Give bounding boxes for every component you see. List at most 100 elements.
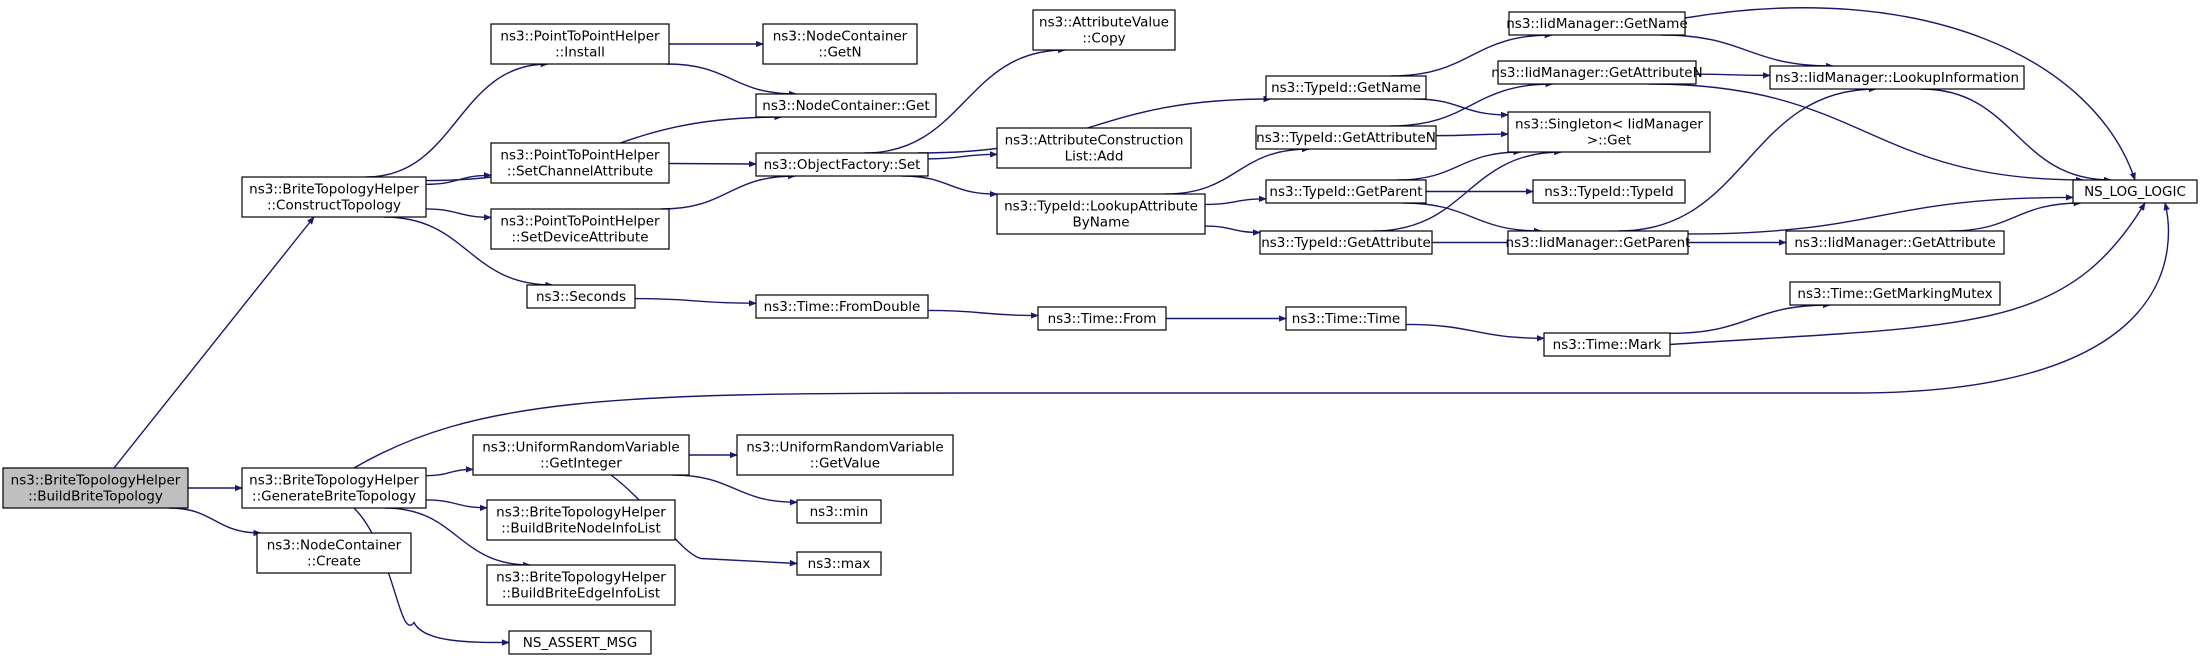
node-label: >::Get (1587, 133, 1631, 149)
node-label: ns3::IidManager::GetAttribute (1794, 235, 1995, 251)
edge-iid-get-attribute-to-ns-log-logic (1949, 199, 2082, 232)
node-label: ns3::TypeId::GetName (1271, 80, 1421, 96)
node-label: ns3::Time::Time (1292, 311, 1400, 327)
node-type-id-get-name[interactable]: ns3::TypeId::GetName (1265, 75, 1427, 100)
node-box (490, 208, 670, 250)
node-label: ns3::IidManager::GetAttributeN (1491, 65, 1702, 81)
node-min[interactable]: ns3::min (796, 499, 882, 524)
node-label: ns3::UniformRandomVariable (482, 440, 680, 456)
node-iid-lookup-information[interactable]: ns3::IidManager::LookupInformation (1769, 65, 2025, 90)
node-uniform-get-integer[interactable]: ns3::UniformRandomVariable::GetInteger (472, 434, 690, 476)
node-node-container-get-n[interactable]: ns3::NodeContainer::GetN (762, 23, 918, 65)
node-attribute-value-copy[interactable]: ns3::AttributeValue::Copy (1032, 9, 1176, 51)
node-box (1789, 281, 2001, 306)
node-label: ::BuildBriteNodeInfoList (501, 521, 661, 537)
edge-build-brite-topology-to-construct-topology (113, 216, 315, 469)
node-box (472, 434, 690, 476)
edge-iid-get-attribute-n-to-ns-log-logic (1648, 83, 2084, 184)
node-singleton-get[interactable]: ns3::Singleton< IidManager>::Get (1507, 111, 1711, 153)
edge-iid-get-parent-to-iid-lookup-information (1618, 85, 1877, 232)
node-label: ns3::NodeContainer (773, 29, 908, 45)
node-node-container-create[interactable]: ns3::NodeContainer::Create (256, 532, 412, 574)
node-box (241, 467, 427, 509)
edge-construct-topology-to-p2-p-install (366, 60, 549, 178)
node-time-from[interactable]: ns3::Time::From (1037, 306, 1167, 331)
node-box (996, 127, 1192, 169)
node-box (256, 532, 412, 574)
node-label: NS_ASSERT_MSG (523, 635, 637, 651)
edge-type-id-lookup-attribute-by-name-to-type-id-get-attribute-n (1165, 145, 1310, 195)
edge-generate-brite-topology-to-build-brite-node-info-list (425, 499, 488, 512)
node-type-id-get-attribute[interactable]: ns3::TypeId::GetAttribute (1259, 230, 1433, 255)
node-label: ns3::Time::GetMarkingMutex (1797, 286, 1992, 302)
node-time-mark[interactable]: ns3::Time::Mark (1543, 332, 1671, 357)
node-type-id-get-attribute-n[interactable]: ns3::TypeId::GetAttributeN (1255, 125, 1437, 150)
node-box (1037, 306, 1167, 331)
node-label: ns3::PointToPointHelper (500, 29, 660, 45)
node-p2-p-install[interactable]: ns3::PointToPointHelper::Install (490, 23, 670, 65)
node-label: ::GetInteger (540, 456, 622, 472)
node-uniform-get-value[interactable]: ns3::UniformRandomVariable::GetValue (736, 434, 954, 476)
node-node-container-get[interactable]: ns3::NodeContainer::Get (755, 93, 937, 118)
node-label: ns3::TypeId::GetAttribute (1261, 235, 1431, 251)
node-iid-get-attribute[interactable]: ns3::IidManager::GetAttribute (1785, 230, 2005, 255)
node-build-brite-edge-info-list[interactable]: ns3::BriteTopologyHelper::BuildBriteEdge… (486, 564, 676, 606)
edge-time-from-double-to-time-from (927, 309, 1039, 319)
node-label: ns3::TypeId::GetParent (1269, 184, 1422, 200)
node-build-brite-node-info-list[interactable]: ns3::BriteTopologyHelper::BuildBriteNode… (486, 499, 676, 541)
node-label: ns3::IidManager::GetParent (1506, 235, 1691, 251)
node-box (1265, 179, 1427, 204)
node-label: ns3::TypeId::GetAttributeN (1256, 130, 1436, 146)
node-box (736, 434, 954, 476)
node-label: ::BuildBriteTopology (28, 489, 163, 505)
edge-time-time-to-time-mark (1405, 323, 1545, 342)
node-box (1508, 11, 1686, 36)
node-label: ns3::UniformRandomVariable (746, 440, 944, 456)
node-iid-get-attribute-n[interactable]: ns3::IidManager::GetAttributeN (1491, 60, 1703, 85)
node-p2-p-set-device-attribute[interactable]: ns3::PointToPointHelper::SetDeviceAttrib… (490, 208, 670, 250)
node-time-get-marking-mutex[interactable]: ns3::Time::GetMarkingMutex (1789, 281, 2001, 306)
node-type-id-get-parent[interactable]: ns3::TypeId::GetParent (1265, 179, 1427, 204)
node-label: ::Copy (1082, 31, 1125, 47)
node-ns-assert-msg[interactable]: NS_ASSERT_MSG (508, 630, 652, 655)
node-box (1259, 230, 1433, 255)
node-build-brite-topology[interactable]: ns3::BriteTopologyHelper::BuildBriteTopo… (2, 467, 189, 509)
edge-type-id-get-parent-to-iid-get-parent (1402, 202, 1542, 235)
edge-seconds-to-time-from-double (634, 297, 757, 307)
node-label: ns3::Time::From (1048, 311, 1157, 327)
node-ns-log-logic[interactable]: NS_LOG_LOGIC (2072, 179, 2198, 204)
node-box (486, 564, 676, 606)
node-generate-brite-topology[interactable]: ns3::BriteTopologyHelper::GenerateBriteT… (241, 467, 427, 509)
node-box (1255, 125, 1437, 150)
node-iid-get-parent[interactable]: ns3::IidManager::GetParent (1506, 230, 1691, 255)
node-object-factory-set[interactable]: ns3::ObjectFactory::Set (755, 152, 929, 177)
node-box (755, 294, 929, 319)
node-label: ns3::ObjectFactory::Set (764, 157, 921, 173)
node-label: ns3::PointToPointHelper (500, 148, 660, 164)
node-type-id-type-id[interactable]: ns3::TypeId::TypeId (1532, 179, 1686, 204)
node-label: ::BuildBriteEdgeInfoList (502, 586, 660, 602)
node-time-time[interactable]: ns3::Time::Time (1285, 306, 1407, 331)
node-iid-get-name[interactable]: ns3::IidManager::GetName (1506, 11, 1688, 36)
node-box (508, 630, 652, 655)
node-label: ns3::Time::Mark (1553, 337, 1662, 353)
node-max[interactable]: ns3::max (796, 551, 882, 576)
node-label: ns3::NodeContainer::Get (762, 98, 929, 114)
node-seconds[interactable]: ns3::Seconds (526, 284, 636, 309)
edge-construct-topology-to-seconds (383, 216, 554, 289)
edge-time-mark-to-time-get-marking-mutex (1669, 301, 1831, 335)
node-box (755, 93, 937, 118)
edge-object-factory-set-to-attr-construction-list-add (927, 151, 998, 160)
node-label: ::SetChannelAttribute (507, 164, 653, 180)
node-label: ByName (1072, 215, 1129, 231)
node-construct-topology[interactable]: ns3::BriteTopologyHelper::ConstructTopol… (241, 176, 427, 218)
node-p2-p-set-channel-attribute[interactable]: ns3::PointToPointHelper::SetChannelAttri… (490, 142, 670, 184)
edge-generate-brite-topology-to-uniform-get-integer (425, 466, 474, 477)
node-box (2072, 179, 2198, 204)
edge-type-id-lookup-attribute-by-name-to-type-id-get-attribute (1204, 225, 1261, 236)
edge-build-brite-topology-to-node-container-create (168, 507, 262, 537)
node-time-from-double[interactable]: ns3::Time::FromDouble (755, 294, 929, 319)
